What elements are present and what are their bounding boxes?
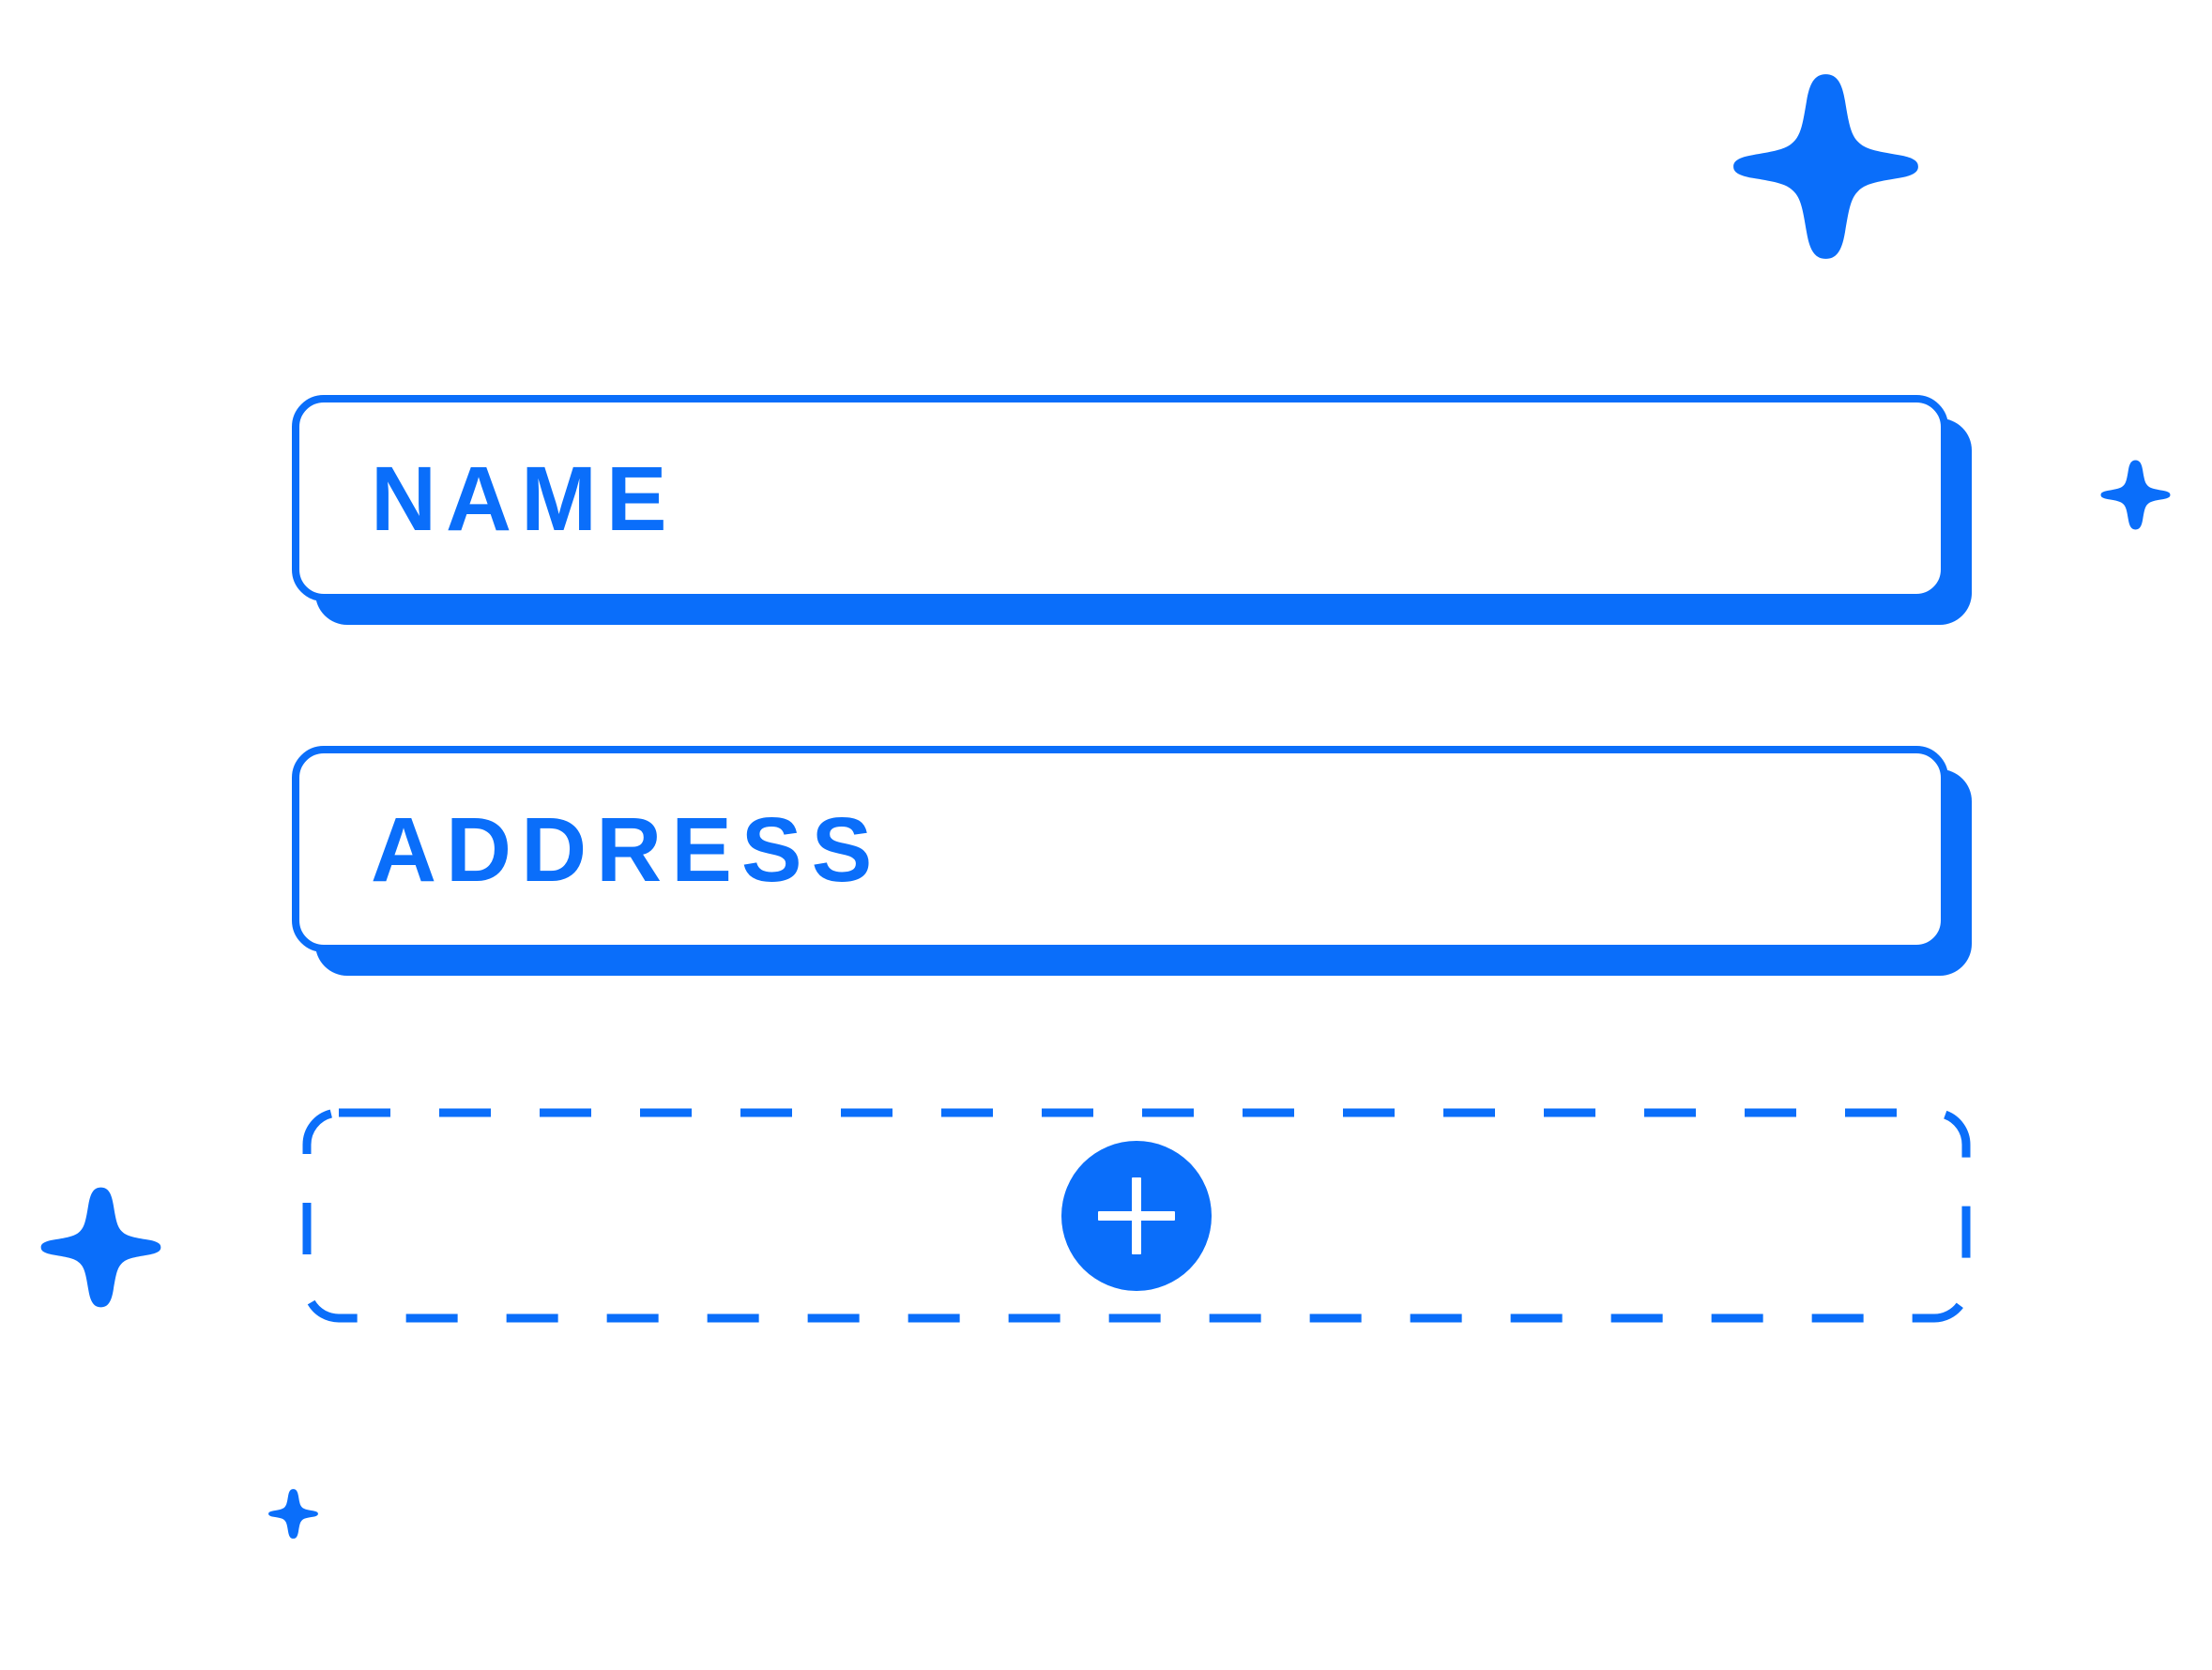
field-name-box[interactable]: NAME [292, 395, 1948, 601]
plus-icon-vertical [1132, 1177, 1141, 1254]
sparkle-bottom-left-small-icon [267, 1488, 319, 1540]
sparkle-right-small-icon [2099, 459, 2172, 531]
field-address-box[interactable]: ADDRESS [292, 746, 1948, 952]
field-address-label: ADDRESS [371, 797, 882, 901]
dashed-border [302, 1108, 1971, 1323]
add-field-button[interactable] [1061, 1140, 1212, 1291]
field-name-label: NAME [371, 447, 677, 550]
sparkle-top-right-icon [1730, 70, 1922, 263]
add-field-dropzone[interactable] [302, 1108, 1971, 1323]
sparkle-left-icon [38, 1185, 163, 1310]
